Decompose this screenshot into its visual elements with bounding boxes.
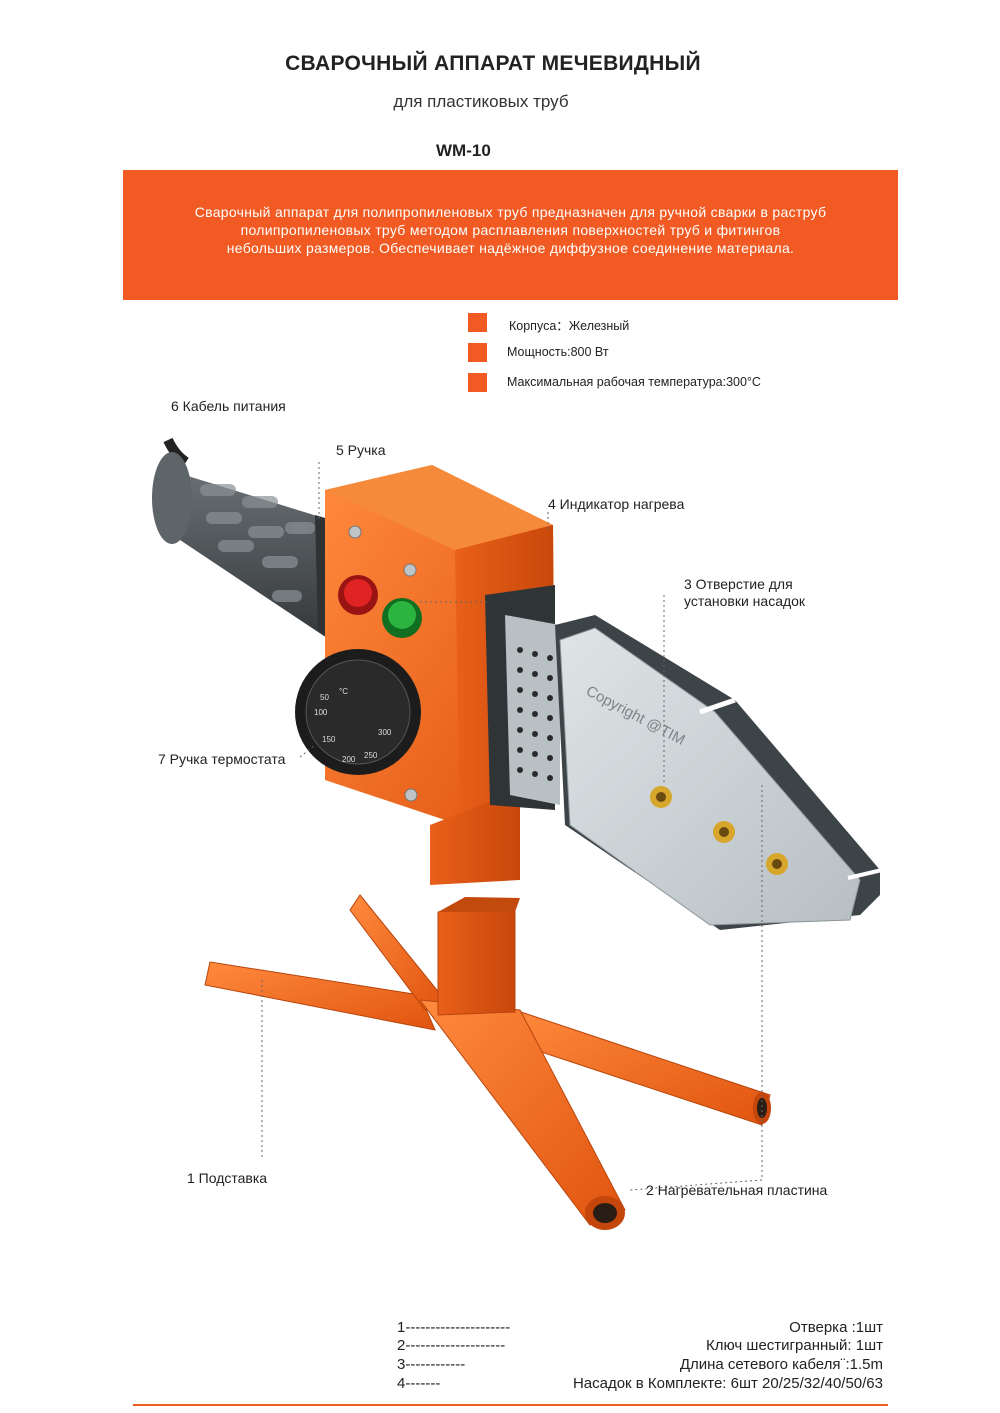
page-title: СВАРОЧНЫЙ АППАРАТ МЕЧЕВИДНЫЙ: [285, 52, 701, 75]
dial-tick: 250: [364, 751, 378, 760]
spec-label: Максимальная рабочая температура:300°C: [507, 375, 761, 389]
kit-item-value: Отверка :1шт: [789, 1319, 883, 1336]
dial-tick: 300: [378, 728, 392, 737]
callout-handle: 5 Ручка: [336, 442, 386, 458]
kit-item-dashes: 1---------------------: [397, 1319, 511, 1336]
callout-leaders: [261, 462, 763, 1191]
kit-item-value: Насадок в Комплекте: 6шт 20/25/32/40/50/…: [572, 1375, 883, 1392]
heating-plate: [485, 585, 883, 930]
screw-icon: [403, 563, 417, 577]
bullet-square-icon: [468, 343, 487, 362]
handle-assembly: [152, 437, 332, 640]
bottom-divider: [133, 1404, 888, 1406]
kit-item-value: Длина сетевого кабеля¨:1.5m: [679, 1356, 883, 1373]
description-line: полипропиленовых труб методом расплавлен…: [240, 222, 781, 238]
kit-item-dashes: 2--------------------: [397, 1337, 506, 1354]
callout-thermostat: 7 Ручка термостата: [158, 751, 286, 767]
spec-label: Корпуса：Железный: [509, 319, 630, 333]
screw-icon: [404, 788, 418, 802]
description-line: Сварочный аппарат для полипропиленовых т…: [194, 204, 827, 220]
callout-indicator: 4 Индикатор нагрева: [548, 496, 685, 512]
callout-stand: 1 Подставка: [187, 1170, 268, 1186]
description-line: небольших размеров. Обеспечивает надёжно…: [226, 240, 795, 256]
dial-tick: 100: [314, 708, 328, 717]
callout-plate: 2 Нагревательная пластина: [646, 1182, 828, 1198]
callout-hole: 3 Отверстие для установки насадок: [684, 576, 805, 610]
callout-hole-line: 3 Отверстие для: [684, 576, 793, 592]
kit-item-dashes: 4-------: [397, 1375, 441, 1392]
bullet-square-icon: [468, 313, 487, 332]
indicator-lights: [338, 575, 422, 638]
page-subtitle: для пластиковых труб: [393, 92, 569, 111]
description-banner: Сварочный аппарат для полипропиленовых т…: [123, 170, 898, 300]
dial-tick: 200: [342, 755, 356, 764]
screw-icon: [348, 525, 362, 539]
model-number: WM-10: [436, 141, 491, 160]
kit-item-dashes: 3------------: [397, 1356, 466, 1373]
dial-unit: °C: [339, 687, 348, 696]
dial-tick: 150: [322, 735, 336, 744]
spec-label: Мощность:800 Вт: [507, 345, 609, 359]
stand: [204, 894, 771, 1230]
kit-item-value: Ключ шестигранный: 1шт: [706, 1337, 883, 1354]
thermostat-dial: [295, 649, 421, 775]
callout-cable: 6 Кабель питания: [171, 398, 286, 414]
description-text: Сварочный аппарат для полипропиленовых т…: [123, 203, 898, 257]
dial-tick: 50: [320, 693, 329, 702]
callout-hole-line: установки насадок: [684, 593, 806, 609]
bullet-square-icon: [468, 373, 487, 392]
